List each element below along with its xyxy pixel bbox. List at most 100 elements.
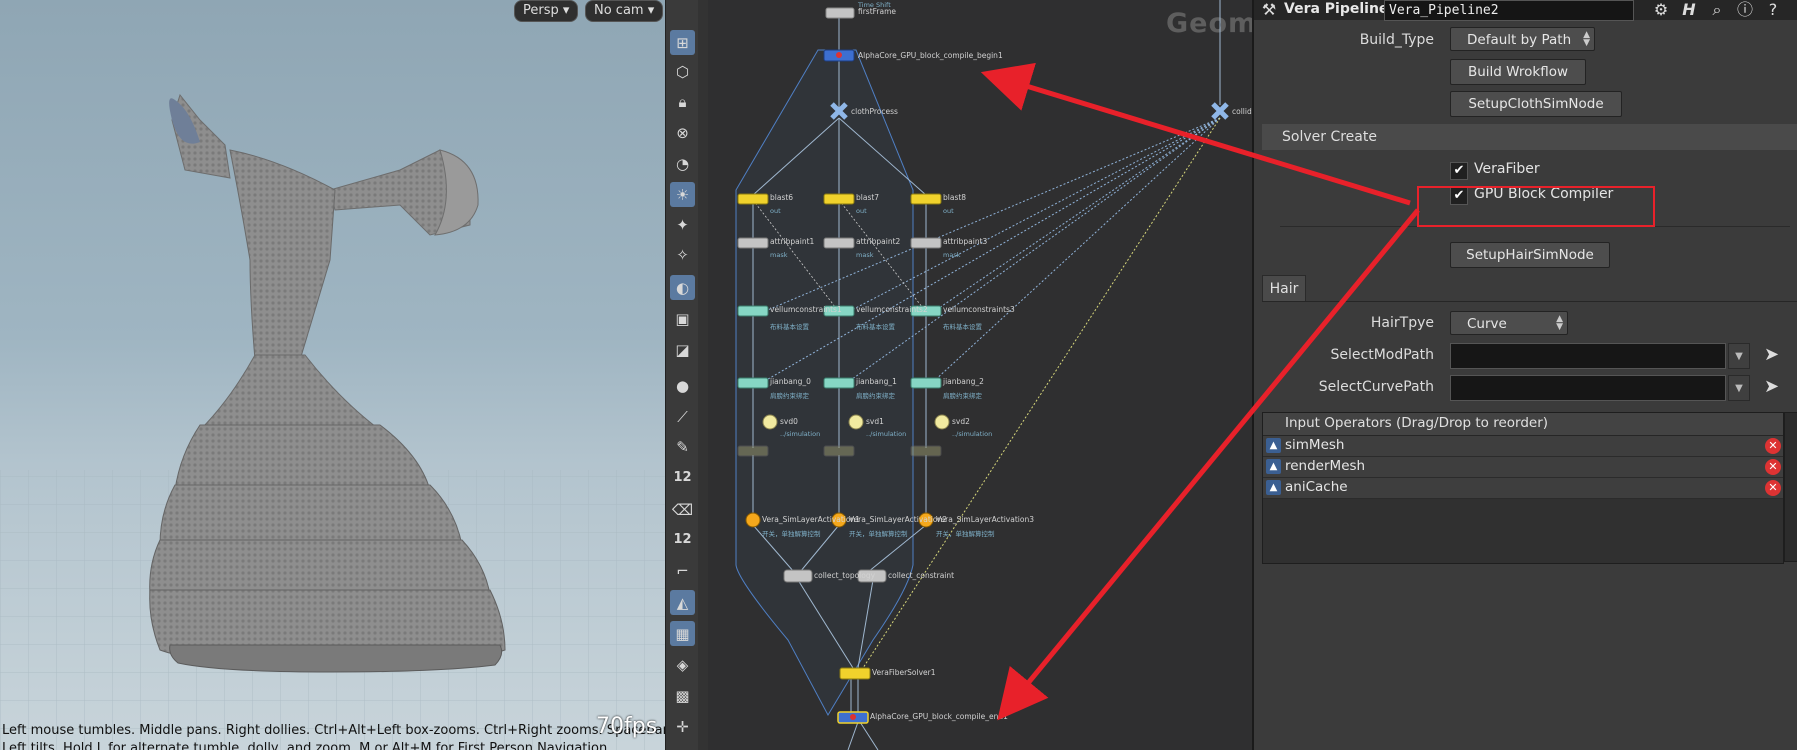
node-label: Vera_SimLayerActivation2 <box>849 515 947 524</box>
node-collide[interactable] <box>1211 102 1229 120</box>
question-icon[interactable]: ? <box>1768 0 1778 19</box>
node-type-label: Vera Pipeline <box>1284 1 1389 17</box>
node-label-sub: mask <box>856 251 874 259</box>
viewport-help-line2: Left tilts. Hold L for alternate tumble,… <box>2 741 612 750</box>
list-scrollbar[interactable] <box>1784 412 1797 562</box>
camera-flip-icon[interactable]: ◪ <box>675 340 690 359</box>
gpu-block-compiler-label: GPU Block Compiler <box>1474 186 1614 202</box>
tab-hair[interactable]: Hair <box>1262 275 1306 302</box>
brush-icon[interactable]: ⟋ <box>677 407 688 426</box>
node-label-sub: 肩膀约束绑定 <box>770 392 809 400</box>
node-label-sub: ../simulation <box>952 430 993 438</box>
node-label-sub: 布料基本设置 <box>856 323 895 331</box>
select-curve-path-field[interactable] <box>1450 375 1726 401</box>
node-compile-begin[interactable] <box>823 49 855 62</box>
point-icon[interactable]: ● <box>675 376 690 395</box>
node-attribpaint-row[interactable] <box>737 237 942 249</box>
node-label: jianbang_2 <box>943 377 984 386</box>
node-verafibersolver[interactable] <box>839 667 871 680</box>
node-compile-end[interactable] <box>837 711 869 724</box>
perspective-menu[interactable]: Persp ▾ <box>514 0 579 22</box>
snap-12-icon[interactable]: 12 <box>673 470 692 485</box>
curve-icon[interactable]: ⌐ <box>676 561 689 580</box>
list-item[interactable]: ▲ renderMesh ✕ <box>1263 457 1783 478</box>
node-label: vellumconstraints1 <box>770 305 842 314</box>
node-clothProcess[interactable] <box>830 102 848 120</box>
node-label-sub: mask <box>770 251 788 259</box>
light-point-icon[interactable]: ✧ <box>676 245 689 264</box>
select-mod-path-label: SelectModPath <box>1330 347 1434 363</box>
node-label-sub: mask <box>943 251 961 259</box>
light-bulb-icon[interactable]: ☀ <box>670 182 695 207</box>
build-workflow-button[interactable]: Build Wrokflow <box>1450 59 1586 85</box>
vera-fiber-checkbox[interactable]: ✔ <box>1450 162 1468 180</box>
select-grid-icon[interactable]: ⊞ <box>670 30 695 55</box>
node-label: svd1 <box>866 417 884 426</box>
checker-icon[interactable]: ▦ <box>670 621 695 646</box>
node-label: blast6 <box>770 193 794 202</box>
node-label: Vera_SimLayerActivation1 <box>762 515 860 524</box>
move-up-icon[interactable]: ▲ <box>1266 480 1281 495</box>
delete-icon[interactable]: ✕ <box>1765 459 1781 475</box>
node-svd-row[interactable] <box>762 414 950 430</box>
node-label: jianbang_0 <box>770 377 811 386</box>
search-icon[interactable]: ⌕ <box>1712 0 1722 19</box>
hair-type-menu[interactable]: Curve ▲▼ <box>1450 311 1568 335</box>
gpu-block-compiler-checkbox[interactable]: ✔ <box>1450 187 1468 205</box>
node-simlayer-row[interactable] <box>745 512 934 528</box>
build-type-menu[interactable]: Default by Path ▲▼ <box>1450 27 1595 51</box>
node-vellumconstraints-row[interactable] <box>737 305 942 317</box>
render-view-icon[interactable]: ◐ <box>670 275 695 300</box>
node-bypassed-row[interactable] <box>737 445 942 457</box>
node-jianbang-row[interactable] <box>737 377 942 389</box>
list-item[interactable]: ▲ aniCache ✕ <box>1263 478 1783 499</box>
list-item[interactable]: ▲ simMesh ✕ <box>1263 436 1783 457</box>
light-add-icon[interactable]: ✦ <box>676 215 689 234</box>
node-label: blast7 <box>856 193 880 202</box>
delete-icon[interactable]: ✕ <box>1765 480 1781 496</box>
hair-type-label: HairTpye <box>1370 315 1434 331</box>
select-mod-path-field[interactable] <box>1450 343 1726 369</box>
camera-icon[interactable]: ▣ <box>675 309 690 328</box>
help-h-icon[interactable]: H <box>1682 0 1696 19</box>
node-label: AlphaCore_GPU_block_compile_end1 <box>870 712 1008 721</box>
info-icon[interactable]: ⓘ <box>1736 0 1753 19</box>
select-curve-path-pick-icon[interactable]: ➤ <box>1764 376 1780 397</box>
node-label-sub: 开关，单独解算控制 <box>762 530 821 538</box>
node-name-field[interactable]: Vera_Pipeline2 <box>1384 0 1634 21</box>
setup-cloth-sim-button[interactable]: SetupClothSimNode <box>1450 91 1622 117</box>
delete-icon[interactable]: ✕ <box>1765 438 1781 454</box>
view-geometry-icon[interactable]: ⬡ <box>675 62 690 81</box>
select-curve-path-dropdown-icon[interactable]: ▼ <box>1728 375 1750 401</box>
solver-create-folder[interactable]: Solver Create <box>1262 124 1797 150</box>
network-editor[interactable]: Geome <box>708 0 1252 750</box>
pen-icon[interactable]: ✎ <box>676 437 689 456</box>
select-mod-path-dropdown-icon[interactable]: ▼ <box>1728 343 1750 369</box>
camera-menu[interactable]: No cam ▾ <box>585 0 664 22</box>
node-firstFrame[interactable] <box>825 7 855 19</box>
node-collect-row[interactable] <box>783 569 887 583</box>
node-label: jianbang_1 <box>856 377 897 386</box>
node-label: attribpaint1 <box>770 237 815 246</box>
move-up-icon[interactable]: ▲ <box>1266 438 1281 453</box>
ghost-icon[interactable]: ⊗ <box>676 123 689 142</box>
snap-12b-icon[interactable]: 12 <box>673 532 692 547</box>
clock-icon[interactable]: ◔ <box>675 154 690 173</box>
eraser-icon[interactable]: ⌫ <box>671 500 694 519</box>
scene-viewport[interactable]: Persp ▾ No cam ▾ Left mouse tumbles. Mid… <box>0 0 665 750</box>
setup-hair-sim-button[interactable]: SetupHairSimNode <box>1450 242 1610 268</box>
lock-icon[interactable]: 🔒︎ <box>678 92 687 111</box>
node-label: collect_topology <box>814 571 876 580</box>
gear-icon[interactable]: ⚙ <box>1653 0 1669 19</box>
node-blast-row[interactable] <box>737 193 942 205</box>
input-operators-header: Input Operators (Drag/Drop to reorder) <box>1263 413 1783 436</box>
move-up-icon[interactable]: ▲ <box>1266 459 1281 474</box>
input-operators-list[interactable]: Input Operators (Drag/Drop to reorder) ▲… <box>1262 412 1784 564</box>
camera-grid-icon[interactable]: ▩ <box>675 686 690 705</box>
select-mod-path-pick-icon[interactable]: ➤ <box>1764 344 1780 365</box>
layer-icon[interactable]: ◈ <box>676 655 689 674</box>
fill-icon[interactable]: ◭ <box>670 590 695 615</box>
network-graph <box>735 0 1229 750</box>
node-label: clothProcess <box>851 107 898 116</box>
transform-icon[interactable]: ✛ <box>676 717 689 736</box>
